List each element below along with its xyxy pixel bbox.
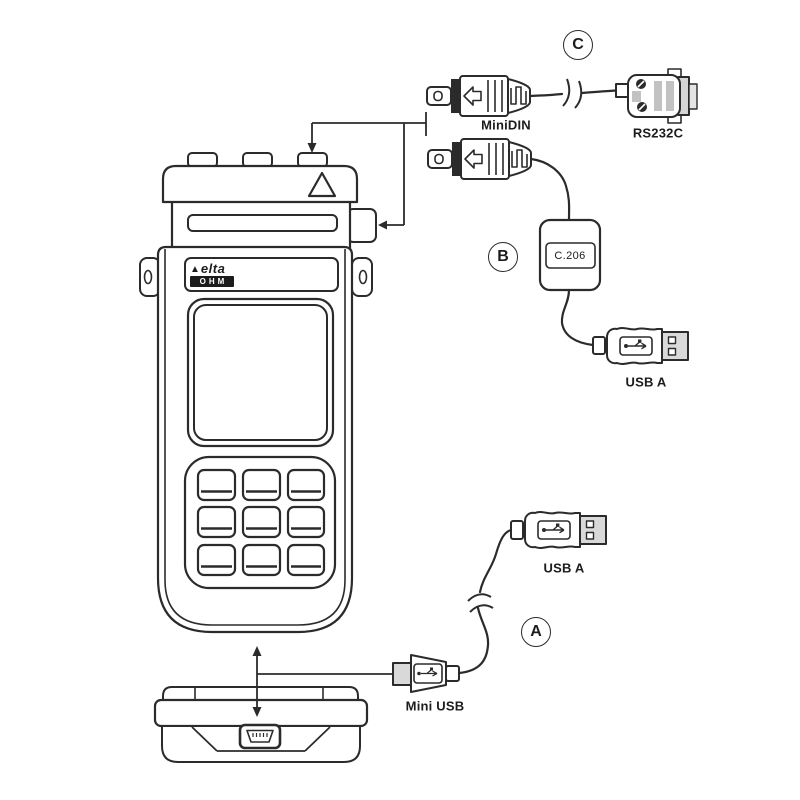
handheld-device bbox=[139, 152, 377, 634]
logo-text-elta: elta bbox=[200, 261, 226, 276]
rs232c-connector bbox=[615, 68, 698, 124]
mini-usb-label: Mini USB bbox=[405, 698, 465, 714]
minidin-connector-c bbox=[426, 75, 531, 117]
option-a-badge: A bbox=[521, 617, 551, 647]
mini-usb-connector bbox=[392, 654, 460, 693]
down-arrowhead-icon bbox=[252, 707, 262, 717]
up-arrowhead-icon bbox=[252, 646, 262, 656]
option-c-badge: C bbox=[563, 30, 593, 60]
dock-double-arrow bbox=[252, 646, 393, 717]
top-connection-bracket bbox=[307, 112, 427, 230]
cable-option-b bbox=[427, 138, 689, 365]
cable-break-marks bbox=[467, 593, 494, 613]
left-arrowhead-icon bbox=[378, 220, 387, 230]
rs232c-label: RS232C bbox=[632, 125, 684, 141]
cable-break-marks bbox=[562, 78, 583, 109]
device-strap-ears bbox=[139, 257, 373, 297]
brand-logo: ▲elta OHM bbox=[190, 262, 234, 287]
screw-icon bbox=[636, 79, 646, 89]
device-display bbox=[186, 297, 335, 448]
usb-collar bbox=[592, 336, 606, 355]
device-top-cap bbox=[161, 164, 359, 204]
minidin-label: MiniDIN bbox=[481, 117, 531, 133]
adapter-model-label: C.206 bbox=[554, 250, 586, 262]
cable-option-a bbox=[392, 511, 607, 693]
device-keypad bbox=[183, 455, 337, 590]
warning-triangle-icon bbox=[307, 171, 337, 198]
screw-icon bbox=[637, 102, 647, 112]
logo-text-ohm: OHM bbox=[190, 276, 234, 287]
dock-mini-usb-port bbox=[238, 723, 282, 750]
device-side-connector bbox=[346, 208, 377, 243]
device-top-connectors bbox=[187, 152, 328, 168]
device-top-slot bbox=[187, 214, 338, 232]
usb-a-label-top: USB A bbox=[625, 374, 667, 390]
down-arrowhead-icon bbox=[307, 143, 317, 153]
delta-triangle-icon: ▲ bbox=[190, 264, 201, 275]
docking-station bbox=[153, 686, 369, 763]
usb-a-connector-a bbox=[524, 511, 607, 549]
usb-a-label-bottom: USB A bbox=[543, 560, 585, 576]
device-body-seam bbox=[164, 249, 346, 626]
minidin-connector-b bbox=[427, 138, 532, 180]
usb-collar bbox=[510, 520, 524, 540]
cable-option-c bbox=[426, 68, 698, 124]
usb-a-connector-b bbox=[606, 327, 689, 365]
option-b-badge: B bbox=[488, 242, 518, 272]
